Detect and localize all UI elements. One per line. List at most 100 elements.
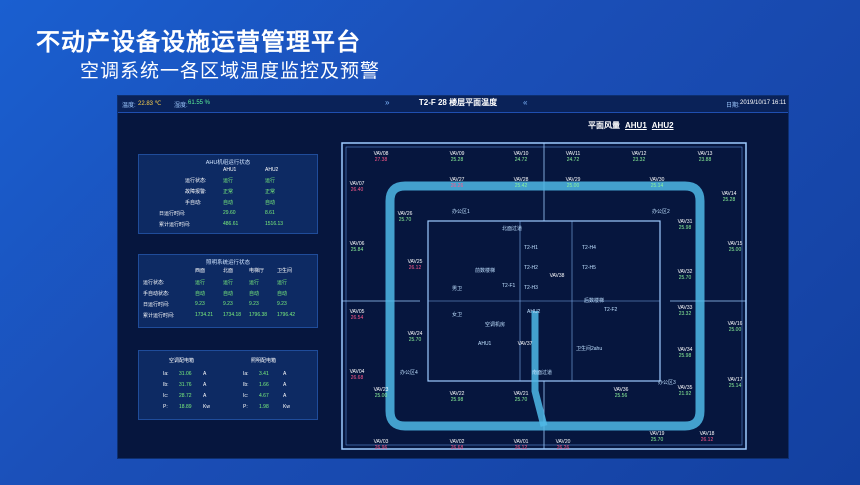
vav-temperature: 25.14 xyxy=(650,183,664,189)
vav-temperature: 25.98 xyxy=(678,353,692,359)
power-value: 28.72 xyxy=(179,393,192,399)
vav-unit[interactable]: VAV37 xyxy=(510,341,540,347)
prev-floor-icon[interactable]: » xyxy=(385,98,390,107)
top-bar: 温度: 22.83 ℃ 湿度: 61.55 % » T2-F 28 楼层平面温度… xyxy=(118,96,788,113)
room-label: AHU2 xyxy=(527,309,541,315)
room-label: 卫生间2ahu xyxy=(576,346,603,352)
vav-temperature: 26.54 xyxy=(350,315,364,321)
vav-name: VAV01 xyxy=(513,439,529,445)
room-label: 南面过道 xyxy=(532,370,553,376)
ahu-status-panel: AHU机组运行状态 AHU1 AHU2 运行状态:运行运行故障报警:正常正常手自… xyxy=(138,154,318,234)
room-label: T2-H4 xyxy=(582,245,596,251)
light-row-value: 9.23 xyxy=(195,301,205,307)
ahu-row-value: 运行 xyxy=(223,178,234,184)
vav-temperature: 25.56 xyxy=(614,393,628,399)
power-unit: A xyxy=(283,371,287,377)
vav-temperature: 25.28 xyxy=(450,157,464,163)
vav-temperature: 25.28 xyxy=(722,197,736,203)
power-unit: A xyxy=(203,393,207,399)
vav-name: VAV18 xyxy=(699,431,715,437)
power-key: Ic: xyxy=(243,393,249,399)
vav-temperature: 23.32 xyxy=(678,311,692,317)
power-key: Ib: xyxy=(163,382,169,388)
vav-name: VAV15 xyxy=(727,241,743,247)
power-key: P: xyxy=(163,404,168,410)
date-label: 日期: xyxy=(726,103,740,109)
next-floor-icon[interactable]: « xyxy=(523,98,528,107)
ahu-row-value: 486.61 xyxy=(223,221,239,227)
room-label: T2-H3 xyxy=(524,285,538,291)
vav-temperature: 25.42 xyxy=(514,183,528,189)
room-label: 办公区2 xyxy=(652,209,670,215)
ahu2-link[interactable]: AHU2 xyxy=(651,121,674,130)
light-row-value: 自动 xyxy=(195,291,206,297)
vav-unit[interactable]: VAV38 xyxy=(542,273,572,279)
floor-plan xyxy=(341,142,747,450)
vav-name: VAV37 xyxy=(517,341,533,347)
light-row-value: 1796.42 xyxy=(277,312,296,318)
vav-name: VAV08 xyxy=(373,151,389,157)
power-unit: A xyxy=(283,393,287,399)
light-row-value: 1796.38 xyxy=(249,312,268,318)
ahu-panel-title: AHU机组运行状态 xyxy=(205,160,251,166)
vav-temperature: 23.88 xyxy=(698,157,712,163)
temp-label: 温度: xyxy=(122,103,136,109)
vav-temperature: 26.26 xyxy=(556,445,570,451)
ahu-row-label: 累计运行时间: xyxy=(159,222,191,228)
room-label: T2-F2 xyxy=(604,307,618,313)
power-key: Ic: xyxy=(163,393,169,399)
vav-name: VAV32 xyxy=(677,269,693,275)
vav-name: VAV38 xyxy=(549,273,565,279)
slide-subtitle: 空调系统一各区域温度监控及预警 xyxy=(80,61,381,82)
humidity-label: 湿度: xyxy=(174,103,188,109)
vav-name: VAV21 xyxy=(513,391,529,397)
vav-temperature: 26.68 xyxy=(350,375,364,381)
power-value: 1.66 xyxy=(259,382,269,388)
light-row-value: 自动 xyxy=(249,291,260,297)
power-value: 31.06 xyxy=(179,371,192,377)
power-value: 3.41 xyxy=(259,371,269,377)
power-value: 31.76 xyxy=(179,382,192,388)
vav-name: VAV14 xyxy=(721,191,737,197)
vav-temperature: 25.84 xyxy=(350,247,364,253)
ahu1-link[interactable]: AHU1 xyxy=(625,121,647,130)
vav-name: VAV24 xyxy=(407,331,423,337)
humidity-value: 61.55 % xyxy=(188,100,211,106)
